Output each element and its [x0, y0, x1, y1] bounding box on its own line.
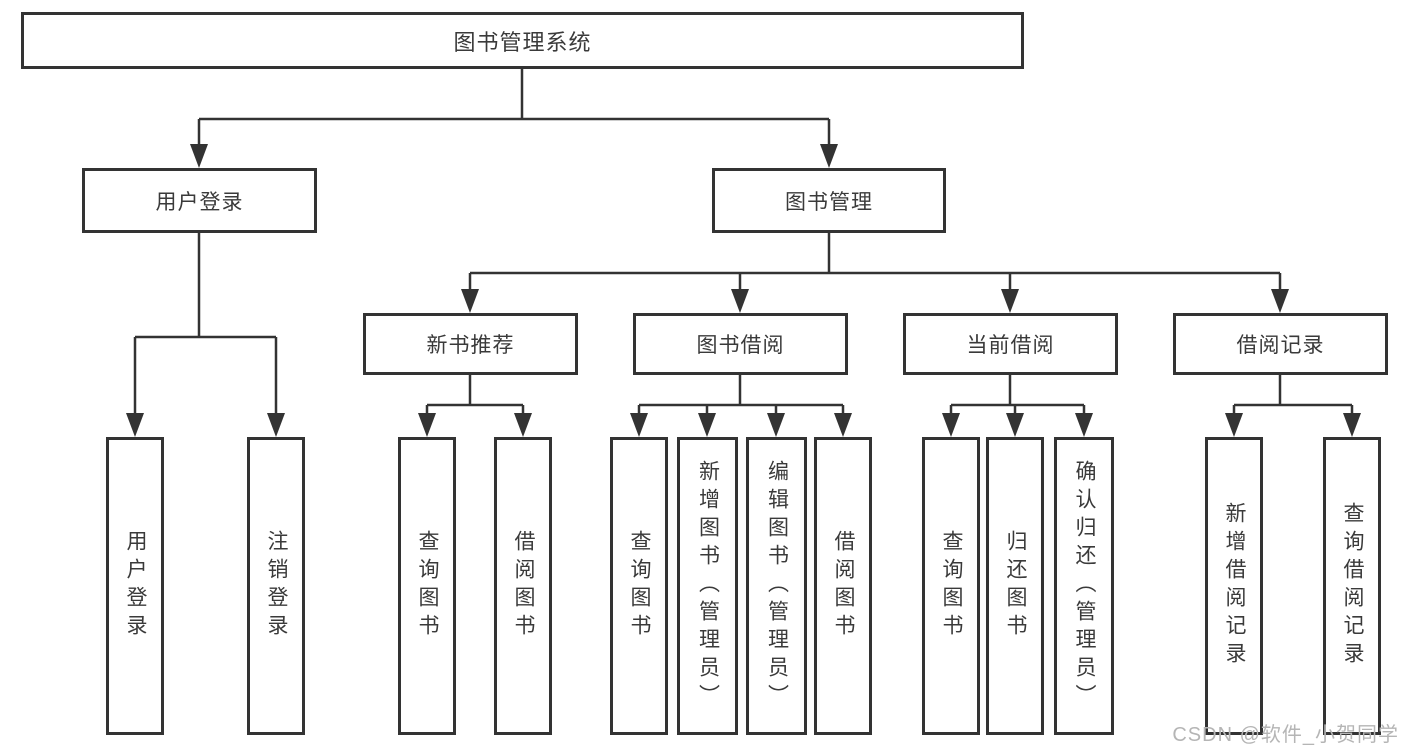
leaf-query-books: 查询图书 — [922, 437, 980, 735]
arrow-down-icon — [267, 413, 285, 437]
leaf-return-books: 归还图书 — [986, 437, 1044, 735]
arrow-down-icon — [630, 413, 648, 437]
leaf-add-books-admin: 新增图书（管理员） — [677, 437, 738, 735]
node-label: 新增图书（管理员） — [696, 460, 720, 712]
arrow-down-icon — [1271, 289, 1289, 313]
leaf-borrow-books: 借阅图书 — [814, 437, 872, 735]
arrow-down-icon — [767, 413, 785, 437]
arrow-down-icon — [1225, 413, 1243, 437]
node-label: 查询借阅记录 — [1341, 502, 1364, 670]
arrow-down-icon — [514, 413, 532, 437]
node-label: 借阅图书 — [832, 530, 855, 642]
node-current-borrowing: 当前借阅 — [903, 313, 1118, 375]
node-label: 用户登录 — [124, 530, 147, 642]
arrow-down-icon — [1001, 289, 1019, 313]
node-label: 借阅记录 — [1236, 334, 1325, 357]
node-label: 用户登录 — [155, 190, 244, 214]
node-label: 查询图书 — [940, 530, 963, 642]
node-label: 借阅图书 — [512, 530, 535, 642]
node-label: 新增借阅记录 — [1223, 502, 1246, 670]
arrow-down-icon — [834, 413, 852, 437]
node-label: 查询图书 — [416, 530, 439, 642]
arrow-down-icon — [1075, 413, 1093, 437]
node-new-book-recommend: 新书推荐 — [363, 313, 578, 375]
node-label: 注销登录 — [265, 530, 288, 642]
arrow-down-icon — [942, 413, 960, 437]
node-label: 确认归还（管理员） — [1073, 460, 1096, 712]
node-label: 图书借阅 — [696, 334, 785, 357]
arrow-down-icon — [820, 144, 838, 168]
leaf-user-login: 用户登录 — [106, 437, 164, 735]
arrow-down-icon — [731, 289, 749, 313]
node-book-borrowing: 图书借阅 — [633, 313, 848, 375]
leaf-add-borrow-record: 新增借阅记录 — [1205, 437, 1263, 735]
leaf-query-books: 查询图书 — [398, 437, 456, 735]
leaf-edit-books-admin: 编辑图书（管理员） — [746, 437, 807, 735]
arrow-down-icon — [418, 413, 436, 437]
arrow-down-icon — [1343, 413, 1361, 437]
node-label: 编辑图书（管理员） — [765, 460, 789, 712]
node-label: 新书推荐 — [426, 334, 515, 357]
tree-edges — [133, 69, 1354, 415]
node-label: 图书管理系统 — [453, 29, 592, 55]
node-library-management-system: 图书管理系统 — [21, 12, 1024, 69]
leaf-logout: 注销登录 — [247, 437, 305, 735]
node-borrowing-records: 借阅记录 — [1173, 313, 1388, 375]
node-label: 查询图书 — [628, 530, 651, 642]
arrow-down-icon — [190, 144, 208, 168]
arrow-down-icon — [698, 413, 716, 437]
leaf-query-books: 查询图书 — [610, 437, 668, 735]
node-book-management-module: 图书管理 — [712, 168, 946, 233]
arrow-down-icon — [126, 413, 144, 437]
node-label: 当前借阅 — [966, 334, 1055, 357]
arrow-down-icon — [1006, 413, 1024, 437]
node-label: 归还图书 — [1004, 530, 1027, 642]
arrow-down-icon — [461, 289, 479, 313]
node-label: 图书管理 — [785, 190, 873, 214]
watermark: CSDN @软件_小贺同学 — [1172, 724, 1399, 746]
leaf-borrow-books: 借阅图书 — [494, 437, 552, 735]
leaf-confirm-return-admin: 确认归还（管理员） — [1054, 437, 1114, 735]
node-user-login-module: 用户登录 — [82, 168, 317, 233]
arrow-down-icons — [126, 144, 1361, 437]
leaf-query-borrow-record: 查询借阅记录 — [1323, 437, 1381, 735]
